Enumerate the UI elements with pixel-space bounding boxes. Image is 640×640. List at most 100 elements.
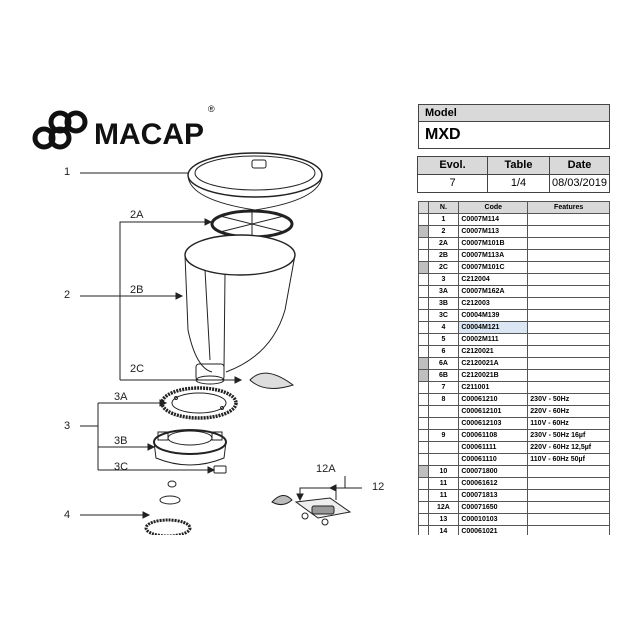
part-code: C00061210 (458, 393, 529, 406)
row-marker (418, 501, 429, 514)
part-number: 3C (427, 309, 460, 322)
part-features (527, 273, 610, 286)
part-features: 110V - 60Hz 50µf (527, 453, 610, 466)
callout-1: 1 (64, 166, 71, 178)
part-code: C2120021 (458, 345, 529, 358)
part-features (527, 237, 610, 250)
part-features (527, 213, 610, 226)
part-number: 3B (427, 297, 460, 310)
part-code: C0007M114 (458, 213, 529, 226)
part-number: 6 (427, 345, 460, 358)
part-code: C00010103 (458, 513, 529, 526)
part-number: 6B (427, 369, 460, 382)
part-code: C0002M111 (458, 333, 529, 346)
part-number: 9 (427, 429, 460, 442)
part-features (527, 489, 610, 502)
part-code: C212004 (458, 273, 529, 286)
part-number: 11 (427, 477, 460, 490)
part-features (527, 225, 610, 238)
part-code: C00061612 (458, 477, 529, 490)
part-code: C00071813 (458, 489, 529, 502)
callout-12a: 12A (316, 463, 336, 475)
part-code: C000612101 (458, 405, 529, 418)
part-number: 2A (427, 237, 460, 250)
part-features (527, 249, 610, 262)
part-number: 13 (427, 513, 460, 526)
row-marker (418, 465, 429, 478)
model-header: Model (418, 104, 610, 122)
part-number: 12A (427, 501, 460, 514)
part-number: 3 (427, 273, 460, 286)
callout-3: 3 (64, 420, 71, 432)
part-number: 11 (427, 489, 460, 502)
row-marker (418, 489, 429, 502)
part-number: 3A (427, 285, 460, 298)
part-features (527, 333, 610, 346)
row-marker (418, 405, 429, 418)
part-number: 5 (427, 333, 460, 346)
row-marker (418, 297, 429, 310)
row-marker (418, 429, 429, 442)
row-marker (418, 225, 429, 238)
part-features: 220V - 60Hz (527, 405, 610, 418)
part-number: 6A (427, 357, 460, 370)
part-code: C00071650 (458, 501, 529, 514)
row-marker (418, 213, 429, 226)
part-code: C211001 (458, 381, 529, 394)
part-number (427, 441, 460, 454)
part-features (527, 261, 610, 274)
callout-2c: 2C (130, 363, 145, 375)
part-features (527, 297, 610, 310)
row-marker (418, 309, 429, 322)
part-features (527, 381, 610, 394)
part-features (527, 369, 610, 382)
row-marker (418, 477, 429, 490)
mark-header (418, 201, 429, 214)
date-header: Date (549, 156, 610, 175)
part-code: C0007M101C (458, 261, 529, 274)
row-marker (418, 453, 429, 466)
part-code: C2120021B (458, 369, 529, 382)
row-marker (418, 441, 429, 454)
revision-grid: Evol. Table Date 7 1/4 08/03/2019 (417, 156, 610, 193)
registered-mark: ® (208, 104, 215, 114)
part-code: C00061110 (458, 453, 529, 466)
column-header-features: Features (527, 201, 610, 214)
row-marker (418, 345, 429, 358)
callout-12: 12 (372, 481, 385, 493)
row-marker (418, 513, 429, 526)
part-features (527, 357, 610, 370)
evol-header: Evol. (417, 156, 488, 175)
part-number: 7 (427, 381, 460, 394)
callout-2a: 2A (130, 209, 144, 221)
part-features: 110V - 60Hz (527, 417, 610, 430)
row-marker (418, 261, 429, 274)
part-code: C00061108 (458, 429, 529, 442)
part-features: 220V - 60Hz 12,5µf (527, 441, 610, 454)
part-code: C0007M162A (458, 285, 529, 298)
part-number: 2B (427, 249, 460, 262)
row-marker (418, 417, 429, 430)
callout-3b: 3B (114, 435, 128, 447)
row-marker (418, 273, 429, 286)
part-features (527, 477, 610, 490)
part-number: 8 (427, 393, 460, 406)
